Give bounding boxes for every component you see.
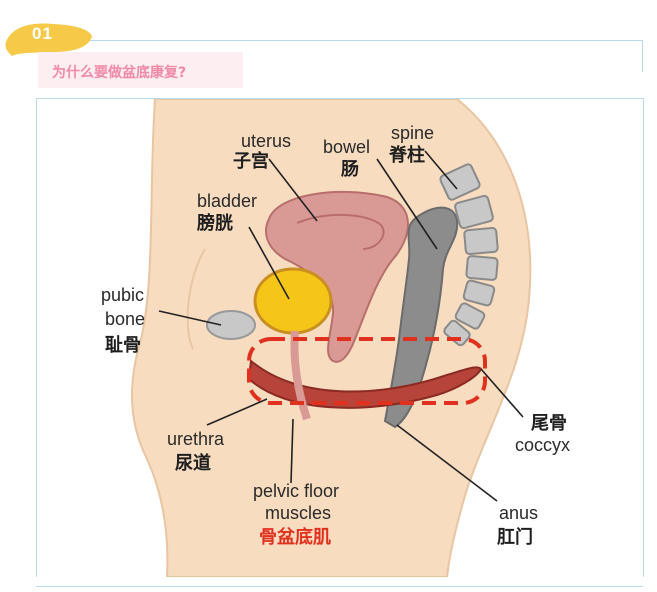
label-bowel-en: bowel [323,137,370,157]
frame-bottom-border [36,586,643,587]
number-badge [5,23,93,56]
pelvic-floor-highlight [247,337,487,405]
label-pubic-en-1: pubic [101,285,144,305]
diagram-card: uterus 子宫 bowel 肠 spine 脊柱 bladder 膀胱 pu… [36,98,644,577]
pubic-bone-shape [206,310,256,340]
label-uterus-en: uterus [241,131,291,151]
label-pubic-cn: 耻骨 [105,334,141,356]
label-anus-cn: 肛门 [497,526,533,548]
label-pelvic-en-2: muscles [265,503,331,523]
label-spine-en: spine [391,123,434,143]
label-coccyx-cn: 尾骨 [531,413,567,434]
label-pelvic-cn: 骨盆底肌 [259,526,331,548]
section-heading: 为什么要做盆底康复? [52,65,187,81]
label-anus-en: anus [499,503,538,523]
heading-box [38,52,243,88]
frame-right-border [642,40,643,72]
label-bladder-cn: 膀胱 [196,212,233,234]
pelvic-anatomy-diagram: uterus 子宫 bowel 肠 spine 脊柱 bladder 膀胱 pu… [101,99,570,577]
leader-lines [158,150,524,502]
label-spine-cn: 脊柱 [388,144,425,166]
label-coccyx-en: coccyx [515,435,570,455]
frame-top-border [36,40,643,41]
label-pubic-en-2: bone [105,309,145,329]
label-bowel-cn: 肠 [341,159,359,180]
uterus-shape [265,191,409,363]
bowel-shape [383,206,459,429]
spine-vertebrae [439,163,499,347]
label-urethra-cn: 尿道 [175,452,211,474]
label-urethra-en: urethra [167,429,225,449]
bladder-shape [253,267,333,335]
badge-number: 01 [32,24,53,43]
label-uterus-cn: 子宫 [233,150,269,172]
label-bladder-en: bladder [197,191,257,211]
badge-brush-shape [5,23,93,56]
label-pelvic-en-1: pelvic floor [253,481,339,501]
belly-fold [186,248,206,350]
